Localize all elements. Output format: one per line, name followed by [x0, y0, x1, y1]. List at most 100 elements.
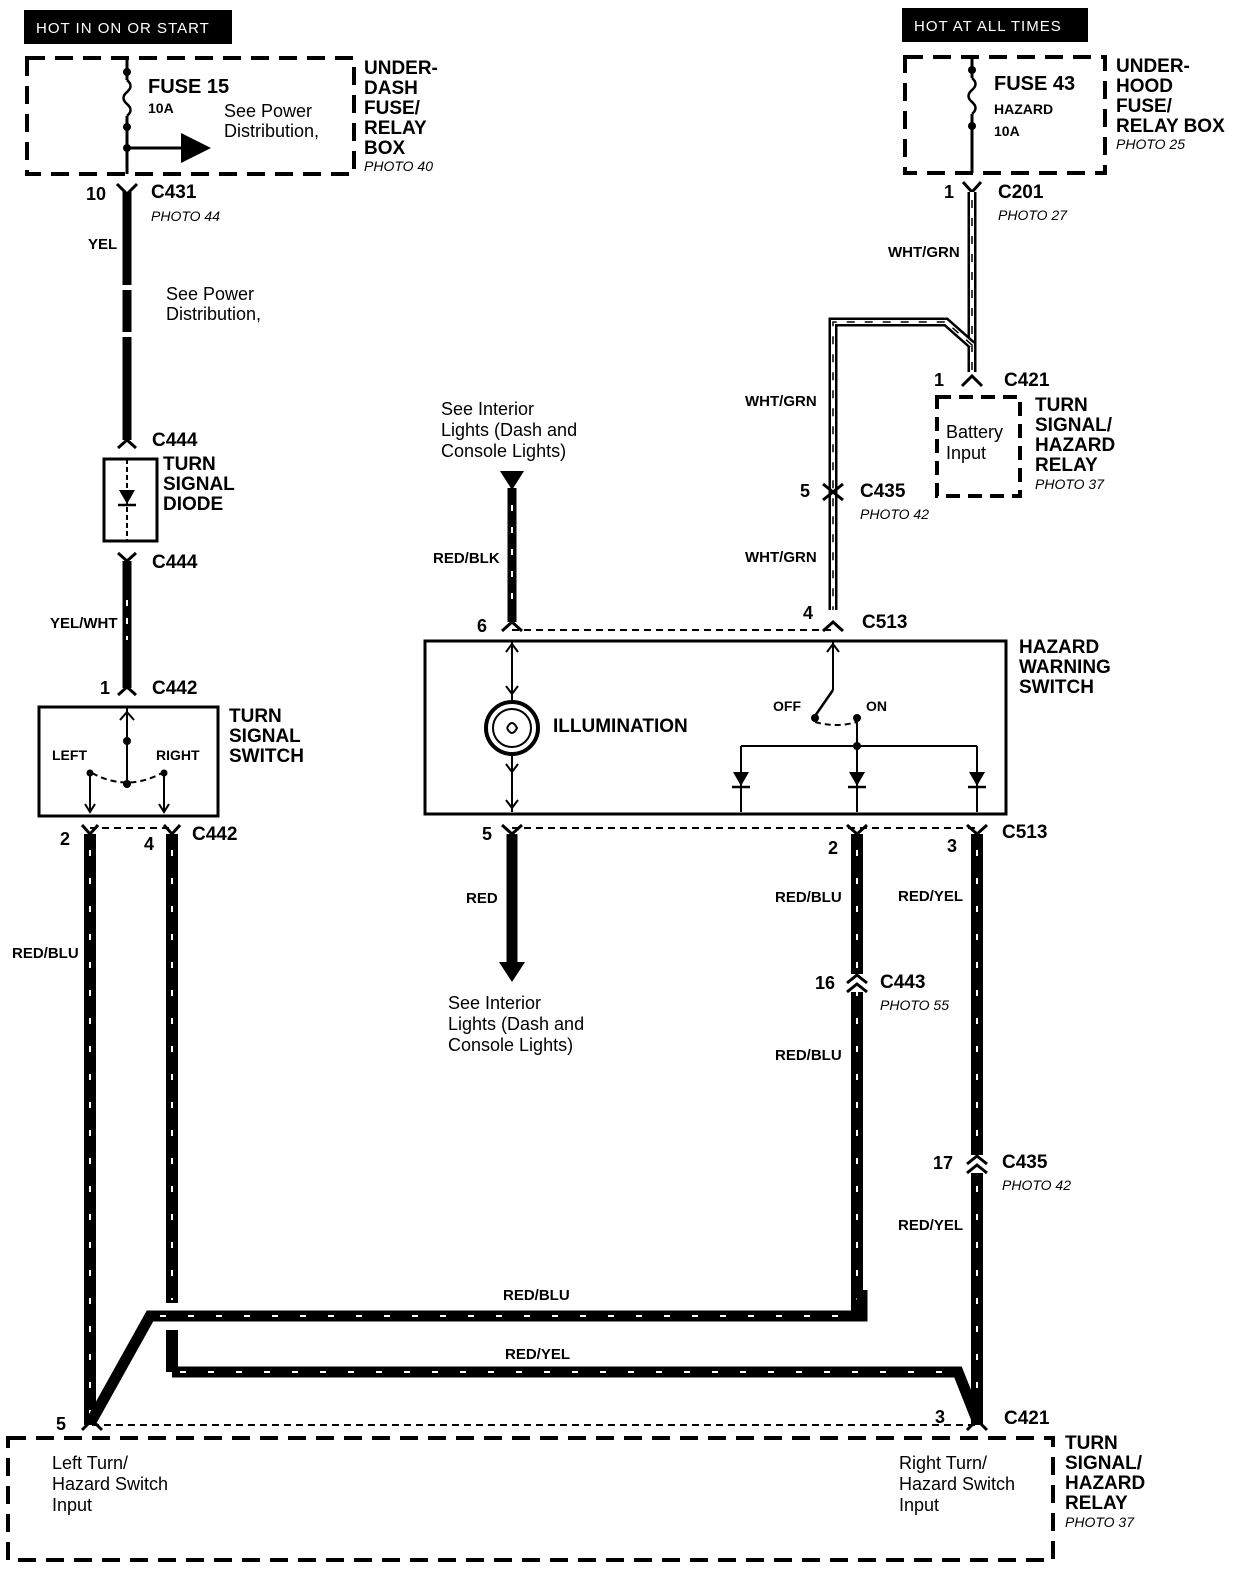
svg-text:PHOTO 37: PHOTO 37	[1065, 1514, 1135, 1530]
svg-text:C435: C435	[860, 481, 906, 502]
wire-red-yel-horizontal	[172, 1366, 983, 1423]
svg-text:HOT IN ON OR START: HOT IN ON OR START	[36, 20, 210, 37]
illumination-label: ILLUMINATION	[553, 716, 688, 737]
svg-text:Right Turn/: Right Turn/	[899, 1453, 987, 1473]
svg-text:RELAY: RELAY	[364, 118, 427, 139]
svg-text:TURN: TURN	[163, 454, 216, 475]
wire-label-red-blu-h: RED/BLU	[503, 1287, 570, 1304]
svg-text:Left Turn/: Left Turn/	[52, 1453, 128, 1473]
svg-text:3: 3	[935, 1407, 945, 1427]
connector-c442-top: 1 C442	[100, 678, 197, 699]
wire-label-red-yel-h: RED/YEL	[505, 1346, 570, 1363]
connector-c444-top: C444	[117, 430, 198, 451]
svg-text:C513: C513	[1002, 822, 1047, 843]
connector-c513-bottom: 5 2 3 C513	[482, 822, 1047, 858]
see-interior-bottom: See Interior Lights (Dash and Console Li…	[448, 993, 584, 1055]
svg-text:16: 16	[815, 973, 835, 993]
wire-label-red-blu-left: RED/BLU	[12, 945, 79, 962]
svg-text:Lights (Dash and: Lights (Dash and	[448, 1014, 584, 1034]
wire-wht-grn-branch	[828, 317, 975, 610]
svg-text:PHOTO 42: PHOTO 42	[860, 506, 929, 522]
svg-text:SIGNAL/: SIGNAL/	[1065, 1453, 1143, 1474]
wire-label-yel-wht: YEL/WHT	[50, 615, 118, 632]
svg-text:C421: C421	[1004, 370, 1050, 391]
relay-battery-input: Battery Input TURN SIGNAL/ HAZARD RELAY …	[935, 395, 1115, 498]
svg-text:10A: 10A	[994, 123, 1020, 139]
svg-text:Console Lights): Console Lights)	[448, 1035, 573, 1055]
svg-text:C421: C421	[1004, 1408, 1050, 1429]
svg-text:RELAY BOX: RELAY BOX	[1116, 116, 1225, 137]
svg-text:C435: C435	[1002, 1152, 1048, 1173]
svg-text:PHOTO 44: PHOTO 44	[151, 208, 220, 224]
svg-text:UNDER-: UNDER-	[364, 58, 438, 79]
connector-c201: 1 C201 PHOTO 27	[944, 180, 1068, 223]
svg-text:RIGHT: RIGHT	[156, 747, 200, 763]
svg-text:4: 4	[144, 834, 154, 854]
svg-text:UNDER-: UNDER-	[1116, 56, 1190, 77]
connector-c431: 10 C431 PHOTO 44	[86, 182, 220, 224]
svg-text:PHOTO 55: PHOTO 55	[880, 997, 949, 1013]
svg-text:17: 17	[933, 1153, 953, 1173]
connector-c443: 16 C443 PHOTO 55	[815, 972, 949, 1013]
svg-text:HAZARD: HAZARD	[1019, 637, 1099, 658]
turn-signal-hazard-relay-bottom: Left Turn/ Hazard Switch Input Right Tur…	[6, 1433, 1145, 1562]
wire-label-red-yel-a: RED/YEL	[898, 888, 963, 905]
banner-hot-in-on-or-start: HOT IN ON OR START	[24, 10, 232, 44]
svg-text:DASH: DASH	[364, 78, 418, 99]
svg-text:RELAY: RELAY	[1035, 455, 1098, 476]
svg-text:Hazard Switch: Hazard Switch	[899, 1474, 1015, 1494]
wire-label-red-yel-b: RED/YEL	[898, 1217, 963, 1234]
svg-text:2: 2	[828, 838, 838, 858]
svg-text:PHOTO 37: PHOTO 37	[1035, 476, 1105, 492]
svg-text:RELAY: RELAY	[1065, 1493, 1128, 1514]
svg-text:5: 5	[800, 481, 810, 501]
svg-text:Distribution,: Distribution,	[224, 121, 319, 141]
wire-label-yel: YEL	[88, 236, 117, 253]
svg-text:TURN: TURN	[229, 706, 282, 727]
svg-text:HAZARD: HAZARD	[1065, 1473, 1145, 1494]
wire-label-red-blu-a: RED/BLU	[775, 889, 842, 906]
turn-signal-diode: TURN SIGNAL DIODE	[102, 454, 235, 543]
svg-text:5: 5	[482, 824, 492, 844]
wire-label-wht-grn-1: WHT/GRN	[888, 244, 960, 261]
svg-text:SWITCH: SWITCH	[1019, 677, 1094, 698]
svg-text:PHOTO 42: PHOTO 42	[1002, 1177, 1071, 1193]
wire-label-wht-grn-3: WHT/GRN	[745, 549, 817, 566]
svg-text:LEFT: LEFT	[52, 747, 87, 763]
svg-text:PHOTO 25: PHOTO 25	[1116, 136, 1185, 152]
svg-text:SIGNAL: SIGNAL	[163, 474, 235, 495]
fuse-15-rating: 10A	[148, 100, 174, 116]
fuse-43-label: FUSE 43	[994, 73, 1075, 95]
svg-text:TURN: TURN	[1065, 1433, 1118, 1454]
see-interior-top: See Interior Lights (Dash and Console Li…	[441, 399, 577, 461]
svg-text:DIODE: DIODE	[163, 494, 223, 515]
svg-text:WARNING: WARNING	[1019, 657, 1111, 678]
svg-text:Distribution,: Distribution,	[166, 304, 261, 324]
svg-text:4: 4	[803, 603, 813, 623]
svg-text:SIGNAL/: SIGNAL/	[1035, 415, 1113, 436]
hazard-warning-switch: HAZARD WARNING SWITCH ILLUMINATION OFF O…	[423, 637, 1111, 816]
turn-signal-switch: LEFT RIGHT TURN SIGNAL SWITCH	[37, 705, 304, 818]
svg-text:C442: C442	[192, 824, 237, 845]
svg-text:See Interior: See Interior	[441, 399, 534, 419]
connector-c421-top: 1 C421	[934, 370, 1050, 391]
svg-text:Lights (Dash and: Lights (Dash and	[441, 420, 577, 440]
wire-label-wht-grn-2: WHT/GRN	[745, 393, 817, 410]
svg-text:Input: Input	[946, 443, 986, 463]
svg-text:10: 10	[86, 184, 106, 204]
svg-text:6: 6	[477, 616, 487, 636]
svg-text:C201: C201	[998, 182, 1044, 203]
wire-label-red-blu-b: RED/BLU	[775, 1047, 842, 1064]
svg-text:Console Lights): Console Lights)	[441, 441, 566, 461]
svg-text:See Power: See Power	[166, 284, 254, 304]
svg-text:HAZARD: HAZARD	[1035, 435, 1115, 456]
svg-text:HOOD: HOOD	[1116, 76, 1173, 97]
svg-text:See Interior: See Interior	[448, 993, 541, 1013]
wire-label-red: RED	[466, 890, 498, 907]
svg-text:C431: C431	[151, 182, 197, 203]
svg-text:TURN: TURN	[1035, 395, 1088, 416]
fuse-15-label: FUSE 15	[148, 76, 229, 98]
svg-text:C513: C513	[862, 612, 907, 633]
svg-text:1: 1	[100, 678, 110, 698]
